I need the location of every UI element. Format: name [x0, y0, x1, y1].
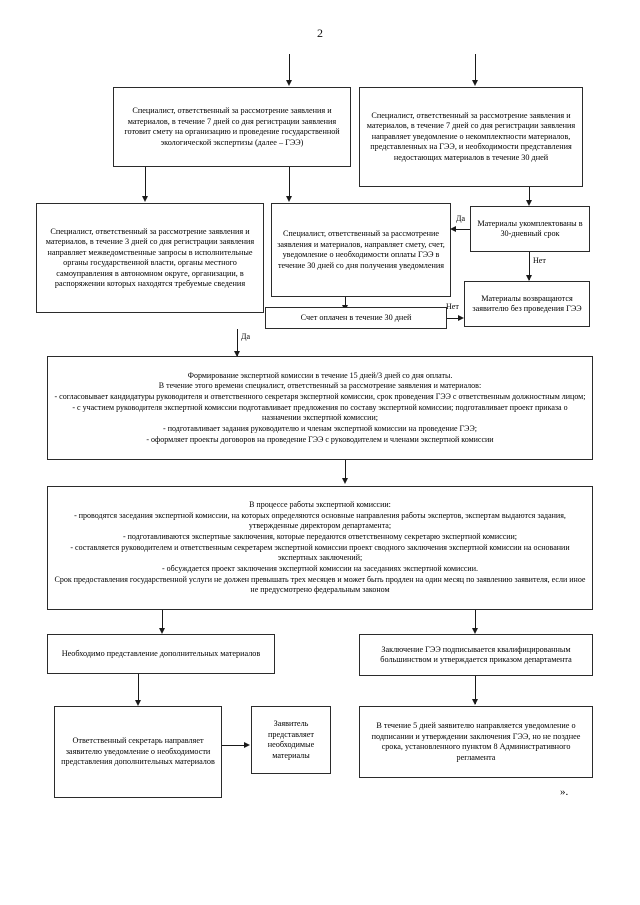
box-incompleteness-notice-text: Специалист, ответственный за рассмотрени… — [366, 110, 576, 162]
box-secretary-notifies: Ответственный секретарь направляет заяви… — [54, 706, 222, 798]
box-materials-completed-text: Материалы укомплектованы в 30-дневный ср… — [477, 218, 583, 239]
box-materials-returned: Материалы возвращаются заявителю без про… — [464, 281, 590, 327]
box-secretary-notifies-text: Ответственный секретарь направляет заяви… — [61, 736, 215, 767]
box-commission-work-text: В процессе работы экспертной комиссии: -… — [54, 500, 586, 595]
label-yes-materials-completed: Да — [456, 214, 466, 223]
arrow-work-to-conclusion — [471, 628, 478, 634]
connector-formation-to-work — [345, 460, 346, 482]
connector-estimate-to-send — [289, 167, 290, 199]
box-additional-materials-needed: Необходимо представление дополнительных … — [47, 634, 275, 674]
connector-no-completed-stem — [529, 252, 530, 280]
box-materials-returned-text: Материалы возвращаются заявителю без про… — [472, 293, 582, 314]
box-conclusion-signed: Заключение ГЭЭ подписывается квалифициро… — [359, 634, 593, 676]
label-yes-invoice-paid: Да — [241, 332, 251, 341]
connector-top-left-stem — [289, 54, 290, 82]
arrow-estimate-to-interagency — [141, 196, 148, 202]
connector-notice-to-completed — [529, 187, 530, 203]
box-commission-formation-text: Формирование экспертной комиссии в течен… — [54, 370, 586, 444]
box-additional-materials-needed-text: Необходимо представление дополнительных … — [61, 648, 261, 658]
arrow-no-completed — [525, 275, 532, 281]
arrow-additional-to-secretary — [134, 700, 141, 706]
box-incompleteness-notice: Специалист, ответственный за рассмотрени… — [359, 87, 583, 187]
box-materials-completed: Материалы укомплектованы в 30-дневный ср… — [470, 206, 590, 252]
box-send-estimate-invoice: Специалист, ответственный за рассмотрени… — [271, 203, 451, 297]
box-invoice-paid: Счет оплачен в течение 30 дней — [265, 307, 447, 329]
connector-conclusion-to-notice — [475, 676, 476, 704]
connector-work-to-conclusion — [475, 610, 476, 632]
arrow-top-right — [471, 80, 478, 86]
connector-work-to-additional — [162, 610, 163, 632]
box-applicant-submits: Заявитель представляет необходимые матер… — [251, 706, 331, 774]
arrow-no-invoice-to-returned — [458, 314, 464, 321]
arrow-yes-completed-to-send — [450, 225, 456, 232]
connector-additional-to-secretary — [138, 674, 139, 704]
connector-yes-completed-h1 — [455, 229, 470, 230]
label-no-materials-completed: Нет — [533, 256, 546, 265]
arrow-secretary-to-applicant — [244, 741, 250, 748]
box-notice-within-5-days: В течение 5 дней заявителю направляется … — [359, 706, 593, 778]
page-number: 2 — [317, 26, 323, 40]
box-commission-formation: Формирование экспертной комиссии в течен… — [47, 356, 593, 460]
box-interagency-requests-text: Специалист, ответственный за рассмотрени… — [45, 226, 255, 289]
box-interagency-requests: Специалист, ответственный за рассмотрени… — [36, 203, 264, 313]
arrow-formation-to-work — [341, 478, 348, 484]
arrow-conclusion-to-notice — [471, 699, 478, 705]
box-estimate-preparation-text: Специалист, ответственный за рассмотрени… — [124, 106, 340, 147]
connector-send-to-invoice — [345, 297, 346, 308]
box-estimate-preparation: Специалист, ответственный за рассмотрени… — [113, 87, 351, 167]
arrow-work-to-additional — [158, 628, 165, 634]
connector-top-right-stem — [475, 54, 476, 82]
connector-secretary-to-applicant — [222, 745, 248, 746]
connector-yes-invoice-stem — [237, 329, 238, 356]
closing-quotation-mark: ». — [560, 786, 569, 798]
box-notice-within-5-days-text: В течение 5 дней заявителю направляется … — [371, 721, 581, 762]
box-send-estimate-invoice-text: Специалист, ответственный за рассмотрени… — [277, 229, 445, 270]
box-applicant-submits-text: Заявитель представляет необходимые матер… — [267, 719, 315, 760]
box-invoice-paid-text: Счет оплачен в течение 30 дней — [300, 312, 412, 322]
arrow-notice-to-completed — [525, 200, 532, 206]
connector-estimate-to-interagency — [145, 167, 146, 199]
connector-no-invoice-h — [447, 318, 461, 319]
box-commission-work: В процессе работы экспертной комиссии: -… — [47, 486, 593, 610]
arrow-estimate-to-send — [285, 196, 292, 202]
label-no-invoice-paid: Нет — [446, 302, 459, 311]
arrow-yes-invoice — [233, 351, 240, 357]
box-conclusion-signed-text: Заключение ГЭЭ подписывается квалифициро… — [380, 644, 572, 665]
arrow-top-left — [285, 80, 292, 86]
